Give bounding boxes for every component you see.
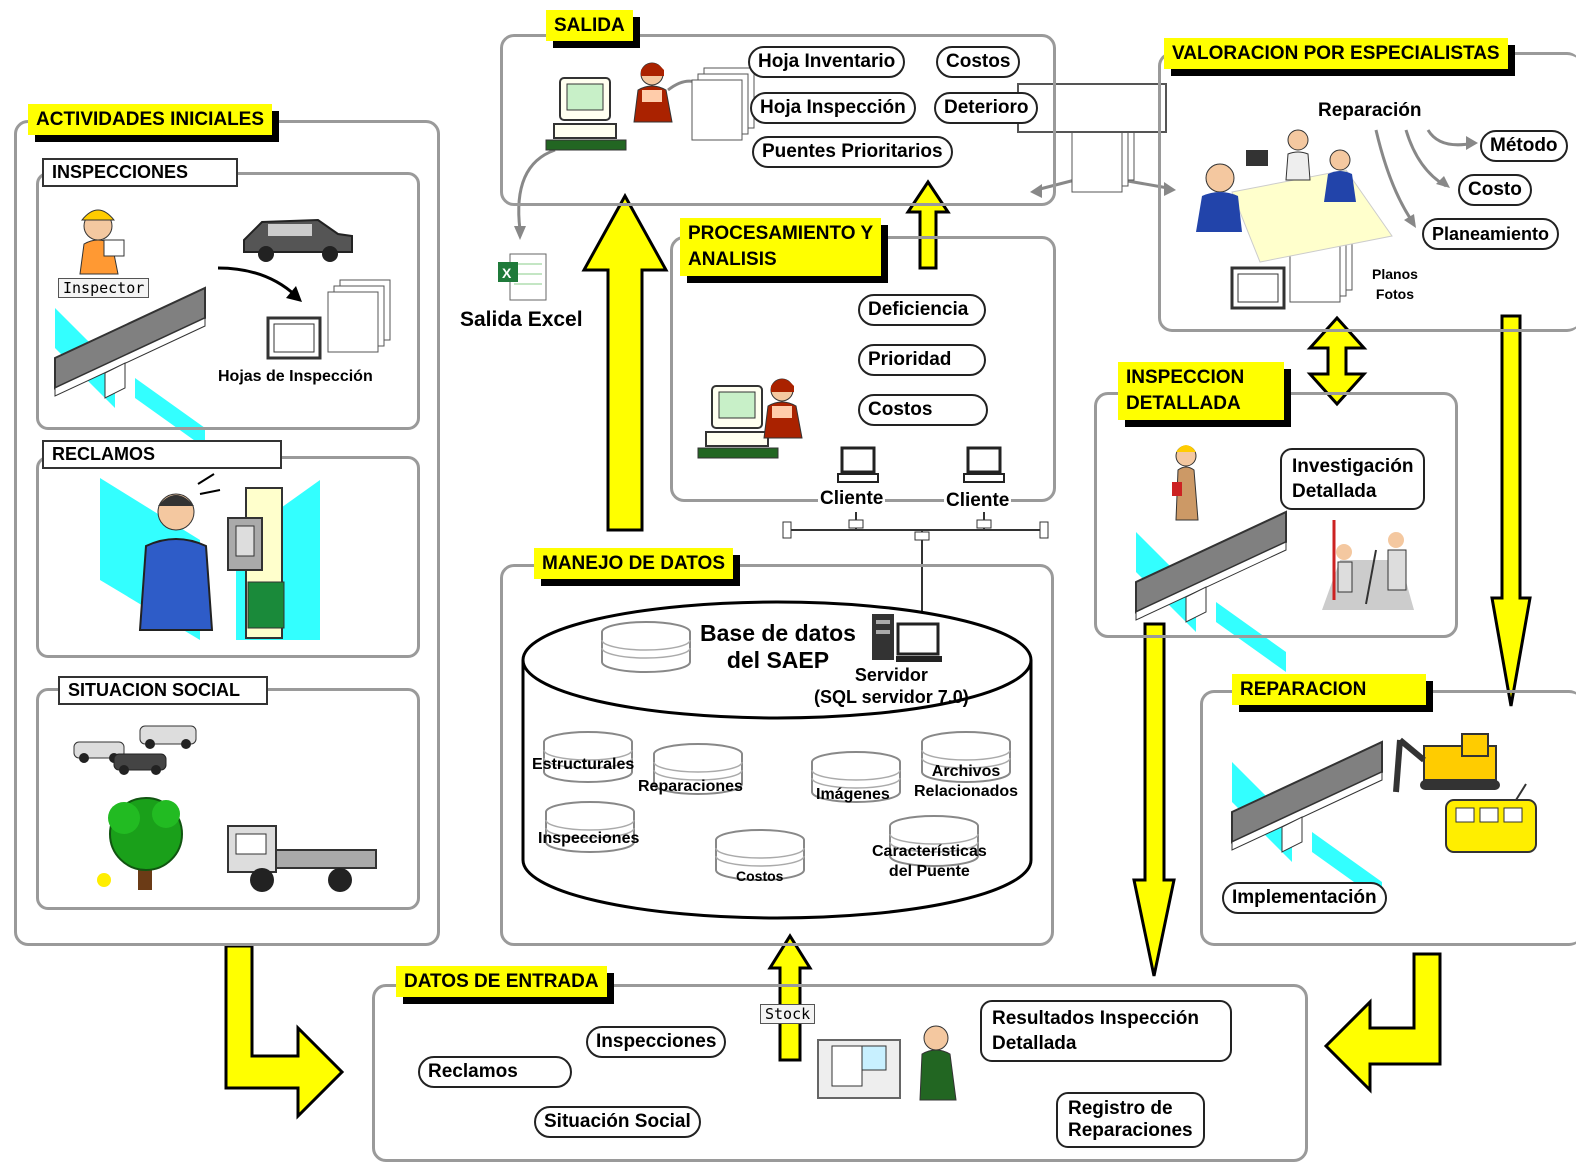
arrow-stock-up [767,933,813,1062]
procesamiento-item-prioridad: Prioridad [858,344,986,376]
subpanel-inspecciones [36,172,420,430]
entrada-item-situacion-social: Situación Social [534,1106,701,1138]
salida-item-puentes-prioritarios: Puentes Prioritarios [752,136,953,168]
arrow-manejo-to-salida [581,192,669,532]
db-imagenes: Imágenes [816,786,890,803]
entrada-item-inspecciones: Inspecciones [586,1026,727,1058]
salida-item-hoja-inventario: Hoja Inventario [748,46,906,78]
bus-icon [1445,783,1537,853]
truck-icon [227,825,377,892]
inspector-label: Inspector [58,278,150,298]
tree-icon [97,797,183,890]
section-title-datos-entrada: DATOS DE ENTRADA [396,966,607,997]
valoracion-item-metodo: Método [1480,130,1568,162]
reparacion-label: Reparación [1318,100,1422,121]
procesamiento-item-costos: Costos [858,394,988,426]
section-title-manejo-datos: MANEJO DE DATOS [534,548,733,579]
valoracion-item-costo: Costo [1458,174,1532,206]
subtitle-situacion-social: SITUACION SOCIAL [58,676,268,705]
investigacion-detallada-box: Investigación Detallada [1280,448,1426,510]
subpanel-reclamos [36,456,420,658]
entrada-item-reclamos: Reclamos [418,1056,572,1088]
db-costos: Costos [736,868,784,884]
arrow-double-valoracion-inspeccion [1306,315,1368,407]
entrada-item-registro-reparaciones: Registro de Reparaciones [1056,1092,1205,1148]
subpanel-situacion-social [36,688,420,910]
salida-excel-label: Salida Excel [460,308,583,331]
db-archivos-relacionados: Archivos Relacionados [914,763,1019,800]
excel-file-icon: X [498,253,547,301]
section-title-inspeccion-detallada: INSPECCION DETALLADA [1118,362,1285,420]
svg-text:X: X [502,265,512,281]
car-icon [243,218,353,262]
stock-label: Stock [760,1004,816,1024]
procesamiento-item-deficiencia: Deficiencia [858,294,986,326]
base-datos-label: Base de datos del SAEP [700,620,856,673]
panel-salida [500,34,1056,206]
entrada-item-resultados-inspeccion: Resultados Inspección Detallada [980,1000,1232,1062]
panel-inspeccion-detallada [1094,392,1458,638]
db-caracteristicas-puente: Características del Puente [872,843,987,880]
db-estructurales: Estructurales [532,756,635,773]
arrow-valoracion-down [1490,314,1532,707]
planos-fotos-label: Planos Fotos [1372,266,1418,302]
arrow-reparacion-to-entrada [1323,952,1442,1094]
meeting-icon [1196,129,1393,263]
cliente-2-label: Cliente [944,490,1012,512]
subtitle-inspecciones: INSPECCIONES [42,158,238,187]
subtitle-reclamos: RECLAMOS [42,440,282,469]
section-title-actividades-iniciales: ACTIVIDADES INICIALES [28,104,273,135]
section-title-valoracion: VALORACION POR ESPECIALISTAS [1164,38,1508,69]
db-reparaciones: Reparaciones [638,778,743,795]
surveyor-icon [1172,445,1414,610]
cars-icon [73,725,197,775]
hojas-inspeccion-label: Hojas de Inspección [218,368,373,385]
salida-item-deterioro: Deterioro [934,92,1039,124]
section-title-salida: SALIDA [546,10,633,41]
valoracion-item-planeamiento: Planeamiento [1422,218,1560,250]
cliente-1-label: Cliente [818,488,886,510]
servidor-label: Servidor (SQL servidor 7.0) [814,665,969,707]
salida-item-costos: Costos [936,46,1021,78]
section-title-procesamiento: PROCESAMIENTO Y ANALISIS [680,218,882,276]
section-title-reparacion: REPARACION [1232,674,1427,705]
server-icon [872,614,942,662]
panel-manejo-datos [500,564,1054,946]
implementacion-item: Implementación [1222,882,1387,914]
salida-item-hoja-inspeccion: Hoja Inspección [750,92,916,124]
arrow-inspeccion-down [1132,622,1176,977]
inspector-icon [79,209,125,275]
phone-booth-icon [100,473,320,640]
excavator-icon [1393,733,1500,793]
arrow-actividades-to-entrada [224,944,345,1120]
db-inspecciones: Inspecciones [538,830,640,847]
computer-user-icon [545,62,957,1101]
